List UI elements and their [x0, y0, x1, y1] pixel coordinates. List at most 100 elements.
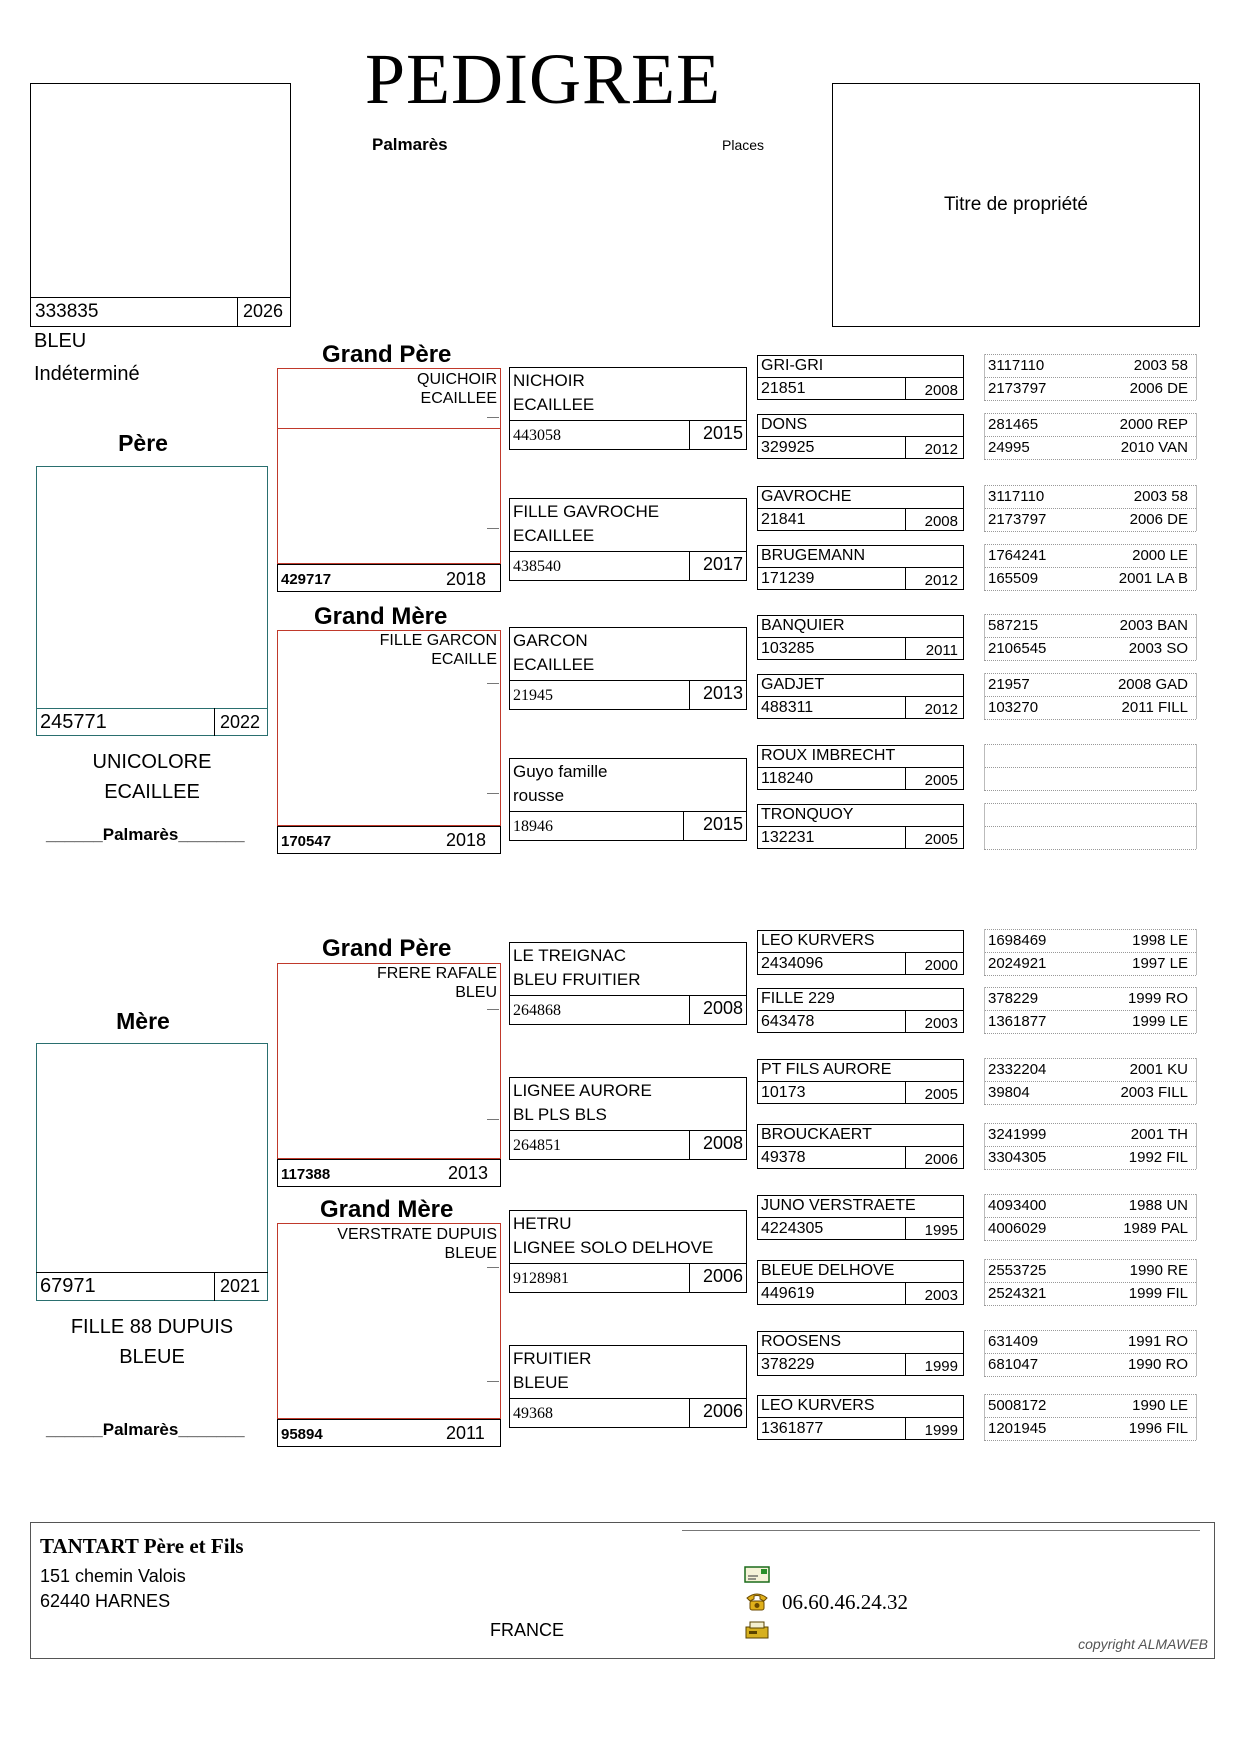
gen5-ring: 165509 [988, 570, 1039, 587]
owner-name: TANTART Père et Fils [40, 1534, 244, 1558]
gen5-top-line [984, 1330, 1196, 1331]
gen5-mid-line [984, 508, 1196, 509]
mere-gm-name1: VERSTRATE DUPUIS [337, 1226, 497, 1243]
gen5-info: 2003 FILL [1120, 1084, 1188, 1101]
mere-gm-heading: Grand Mère [320, 1196, 454, 1223]
gen5-ring: 2332204 [988, 1061, 1047, 1078]
mere-photo-frame [36, 1043, 268, 1301]
gen5-right-edge [1196, 413, 1197, 459]
gen5-info: 2010 VAN [1120, 439, 1188, 456]
gen4-year-divider [905, 1217, 906, 1240]
gen4-year: 2005 [924, 772, 958, 789]
gen4-ring: 378229 [761, 1356, 815, 1373]
gen5-info: 1999 RO [1127, 990, 1188, 1007]
connector-tick [487, 528, 499, 529]
gen4-name: LEO KURVERS [761, 932, 875, 949]
gen5-bottom-line [984, 719, 1196, 720]
gen5-top-line [984, 354, 1196, 355]
gen5-ring: 3117110 [988, 357, 1045, 374]
gen3-name-line-1: FRUITIER [513, 1349, 592, 1368]
address-line-2: 62440 HARNES [40, 1591, 171, 1611]
gen4-year: 2011 [925, 642, 958, 659]
gen4-divider [757, 1282, 964, 1283]
gen4-year-divider [905, 436, 906, 459]
gen4-year: 2005 [924, 831, 958, 848]
pere-color-2: ECAILLEE [104, 781, 200, 803]
gen5-top-line [984, 987, 1196, 988]
gen4-year-divider [905, 508, 906, 531]
pere-gm-ring: 170547 [281, 833, 332, 850]
gen5-left-edge [984, 413, 985, 459]
mere-gm-info-box [277, 1419, 501, 1447]
gen3-year-divider [689, 420, 690, 450]
gen5-bottom-line [984, 531, 1196, 532]
gen3-box [509, 1210, 747, 1293]
gen5-ring: 4006029 [988, 1220, 1047, 1237]
gen4-name: JUNO VERSTRAETE [761, 1197, 916, 1214]
gen4-divider [757, 1353, 964, 1354]
gen5-right-edge [1196, 354, 1197, 400]
copyright: copyright ALMAWEB [1078, 1636, 1208, 1652]
gen3-name-line-1: Guyo famille [513, 762, 608, 781]
gen5-info: 2000 REP [1119, 416, 1188, 433]
gen5-info: 1992 FIL [1128, 1149, 1188, 1166]
pere-gp-year: 2018 [446, 569, 487, 589]
gen5-info: 2001 LA B [1118, 570, 1188, 587]
gen4-ring: 21851 [761, 380, 806, 397]
gen3-name-line-2: BLEUE [513, 1373, 569, 1392]
gen4-year-divider [905, 696, 906, 719]
mere-palmares: ______Palmarès_______ [46, 1420, 245, 1439]
gen3-box [509, 1077, 747, 1160]
connector-tick [487, 683, 499, 684]
gen4-name: BRUGEMANN [761, 547, 866, 564]
gen4-name: GAVROCHE [761, 488, 852, 505]
gen5-bottom-line [984, 590, 1196, 591]
connector-tick [487, 1381, 499, 1382]
gen4-year-divider [905, 377, 906, 400]
gen4-divider [757, 436, 964, 437]
gen5-left-edge [984, 1123, 985, 1169]
gen5-right-edge [1196, 485, 1197, 531]
gen4-year-divider [905, 567, 906, 590]
connector-tick [487, 1009, 499, 1010]
gen4-divider [757, 952, 964, 953]
gen5-bottom-line [984, 400, 1196, 401]
gen5-top-line [984, 485, 1196, 486]
gen4-divider [757, 696, 964, 697]
gen5-ring: 39804 [988, 1084, 1030, 1101]
gen4-year: 2006 [924, 1151, 958, 1168]
gen3-name-line-1: LE TREIGNAC [513, 946, 627, 965]
gen5-top-line [984, 1394, 1196, 1395]
gen5-info: 1999 LE [1132, 1013, 1188, 1030]
gen3-divider [509, 680, 747, 681]
gen5-info: 2003 58 [1133, 357, 1188, 374]
gen3-divider [509, 995, 747, 996]
country: FRANCE [490, 1620, 565, 1640]
gen5-right-edge [1196, 1123, 1197, 1169]
gen5-left-edge [984, 1394, 985, 1440]
connector-tick [487, 793, 499, 794]
gen3-year-divider [683, 811, 684, 841]
gen5-ring: 631409 [988, 1333, 1039, 1350]
gen4-name: LEO KURVERS [761, 1397, 875, 1414]
pere-gm-year: 2018 [446, 830, 487, 850]
gen3-ring: 443058 [513, 427, 561, 444]
gen3-divider [509, 811, 747, 812]
pere-palmares: ______Palmarès_______ [46, 825, 245, 844]
gen5-bottom-line [984, 1305, 1196, 1306]
gen3-year: 2006 [702, 1266, 743, 1286]
mere-color-1: FILLE 88 DUPUIS [70, 1316, 234, 1338]
gen3-ring: 264868 [513, 1002, 561, 1019]
gen5-ring: 2106545 [988, 640, 1047, 657]
gen5-info: 1990 RE [1129, 1262, 1188, 1279]
gen5-bottom-line [984, 975, 1196, 976]
gen5-ring: 281465 [988, 416, 1039, 433]
gen3-divider [509, 420, 747, 421]
gen5-right-edge [1196, 544, 1197, 590]
gen5-bottom-line [984, 1440, 1196, 1441]
pere-gm-name1: FILLE GARCON [379, 632, 497, 649]
mere-gp-info-box [277, 1159, 501, 1187]
gen3-year: 2015 [702, 423, 743, 443]
gen5-info: 1996 FIL [1128, 1420, 1188, 1437]
gen5-ring: 1201945 [988, 1420, 1047, 1437]
